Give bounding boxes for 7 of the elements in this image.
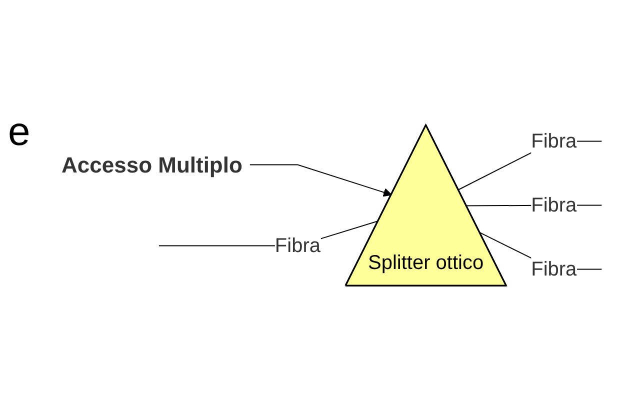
edge-label: Fibra [531,258,577,280]
edge-label: Fibra [275,234,321,256]
node-text: Accesso Multiplo [62,152,243,177]
arrow [250,164,392,196]
edge-label: Fibra [531,130,577,152]
text-fragment: e [8,110,30,155]
edge-label: Fibra [531,194,577,216]
